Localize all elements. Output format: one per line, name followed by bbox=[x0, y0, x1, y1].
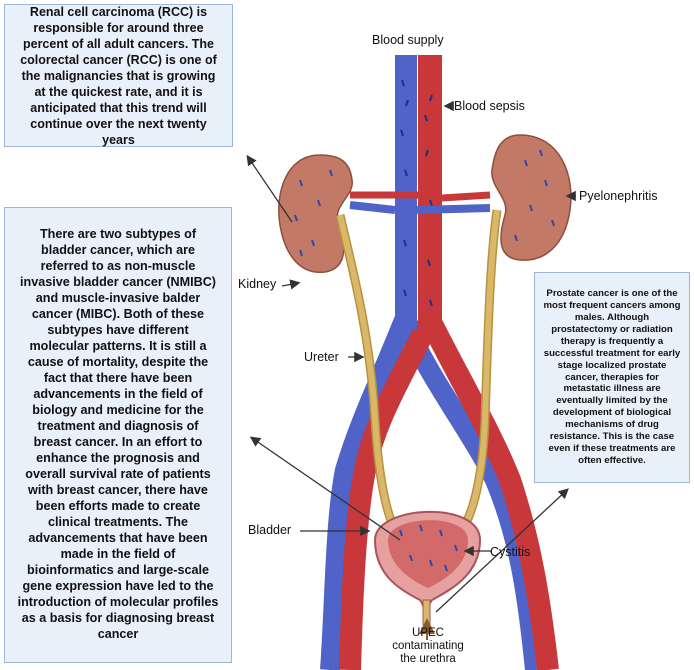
prostate-pointer-arrow bbox=[435, 488, 569, 613]
aorta bbox=[418, 55, 442, 330]
blood-sepsis-label: Blood sepsis bbox=[454, 99, 525, 113]
bladder-pointer-arrow bbox=[249, 436, 401, 541]
rcc-info-box: Renal cell carcinoma (RCC) is responsibl… bbox=[4, 4, 233, 147]
bladder-label: Bladder bbox=[248, 523, 292, 537]
upec-label: UPEC contaminating the urethra bbox=[382, 627, 474, 666]
prostate-cancer-info-box: Prostate cancer is one of the most frequ… bbox=[534, 272, 690, 483]
upec-label-line-2: contaminating bbox=[392, 639, 464, 652]
cystitis-label: Cystitis bbox=[490, 545, 531, 559]
prostate-cancer-info-text: Prostate cancer is one of the most frequ… bbox=[543, 287, 681, 467]
bladder-cancer-info-box: There are two subtypes of bladder cancer… bbox=[4, 207, 232, 663]
iliac-veins bbox=[320, 316, 545, 670]
pyelonephritis-label: Pyelonephritis bbox=[579, 189, 658, 203]
bladder-cancer-info-text: There are two subtypes of bladder cancer… bbox=[17, 227, 219, 641]
ureters bbox=[335, 209, 502, 533]
vessel-bacteria bbox=[400, 79, 433, 307]
kidney-label: Kidney bbox=[238, 277, 277, 291]
right-kidney bbox=[491, 134, 572, 261]
left-kidney bbox=[278, 154, 353, 273]
iliac-arteries bbox=[339, 315, 559, 670]
rcc-pointer-arrow bbox=[246, 154, 293, 223]
renal-vessels bbox=[349, 191, 491, 214]
blood-supply-label: Blood supply bbox=[372, 33, 444, 47]
rcc-info-text: Renal cell carcinoma (RCC) is responsibl… bbox=[20, 4, 217, 147]
upec-label-line-3: the urethra bbox=[400, 652, 456, 665]
upec-label-line-1: UPEC bbox=[412, 627, 444, 639]
ureter-label: Ureter bbox=[304, 350, 339, 364]
kidney-label-arrow bbox=[281, 279, 301, 290]
bladder-organ bbox=[373, 510, 482, 626]
